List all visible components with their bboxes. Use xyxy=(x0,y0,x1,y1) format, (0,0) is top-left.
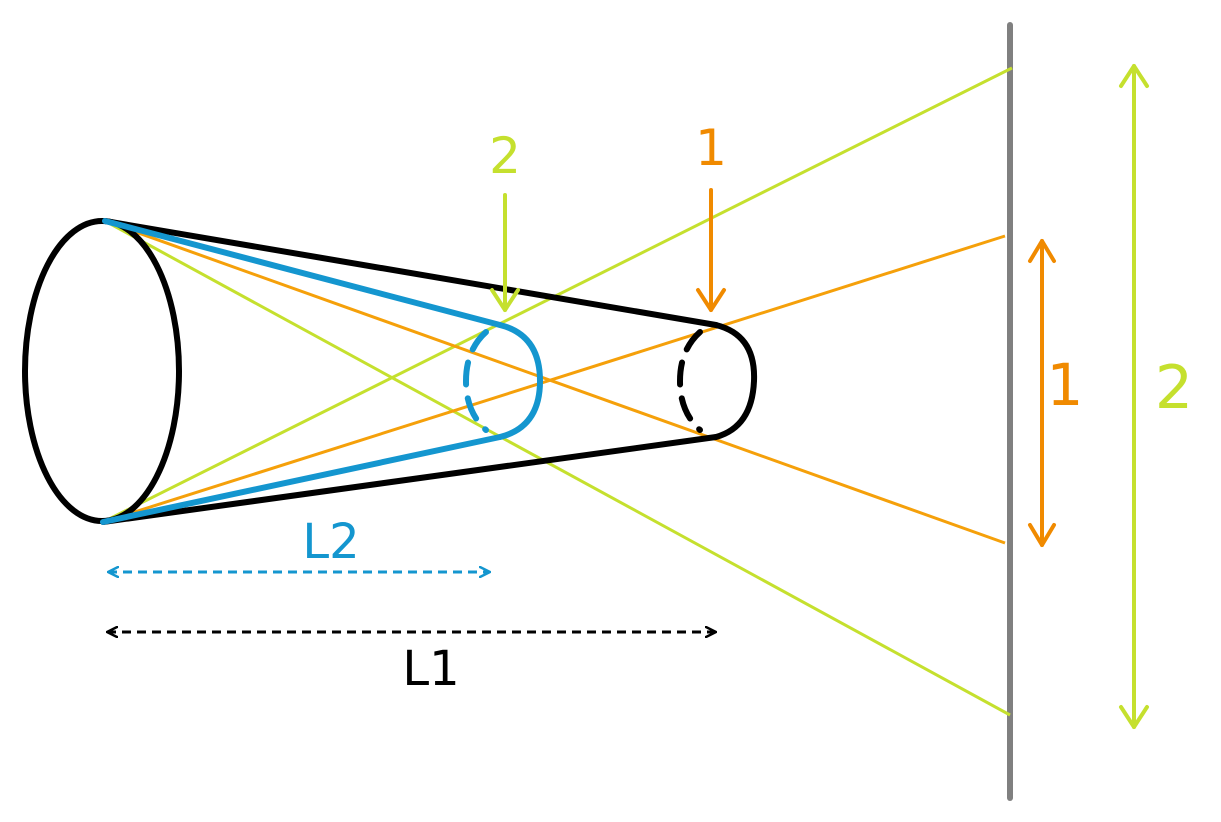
outer-cone-back-rim-dashed xyxy=(676,329,703,433)
outer-cone-bottom-edge xyxy=(100,434,719,525)
green-extent-label: 2 xyxy=(1155,353,1193,423)
orange-rays xyxy=(102,219,1006,545)
orange-extent-arrow xyxy=(1028,239,1056,547)
green-extent-arrow xyxy=(1119,64,1149,729)
inner-cone-top-edge xyxy=(102,218,503,328)
orange-ray-upper xyxy=(102,234,1006,524)
orange-marker-label: 1 xyxy=(695,119,727,177)
green-rays xyxy=(102,66,1013,717)
orange-extent-label: 1 xyxy=(1047,351,1084,419)
inner-cone-bottom-edge xyxy=(100,434,503,525)
l1-label: L1 xyxy=(402,641,459,697)
inner-cone-front-rim xyxy=(497,322,544,440)
outer-cone-front-rim xyxy=(713,322,758,440)
outer-cone xyxy=(100,218,758,525)
inner-cone xyxy=(100,218,544,525)
green-marker-label: 2 xyxy=(489,127,521,185)
outer-cone-top-edge xyxy=(102,218,719,328)
orange-marker-arrow xyxy=(696,188,726,312)
green-ray-lower xyxy=(104,219,1011,717)
l2-label: L2 xyxy=(302,514,359,570)
large-lens-ellipse xyxy=(22,218,182,524)
inner-cone-back-rim-dashed xyxy=(462,329,489,433)
orange-ray-lower xyxy=(104,219,1006,545)
green-marker-arrow xyxy=(490,193,520,312)
